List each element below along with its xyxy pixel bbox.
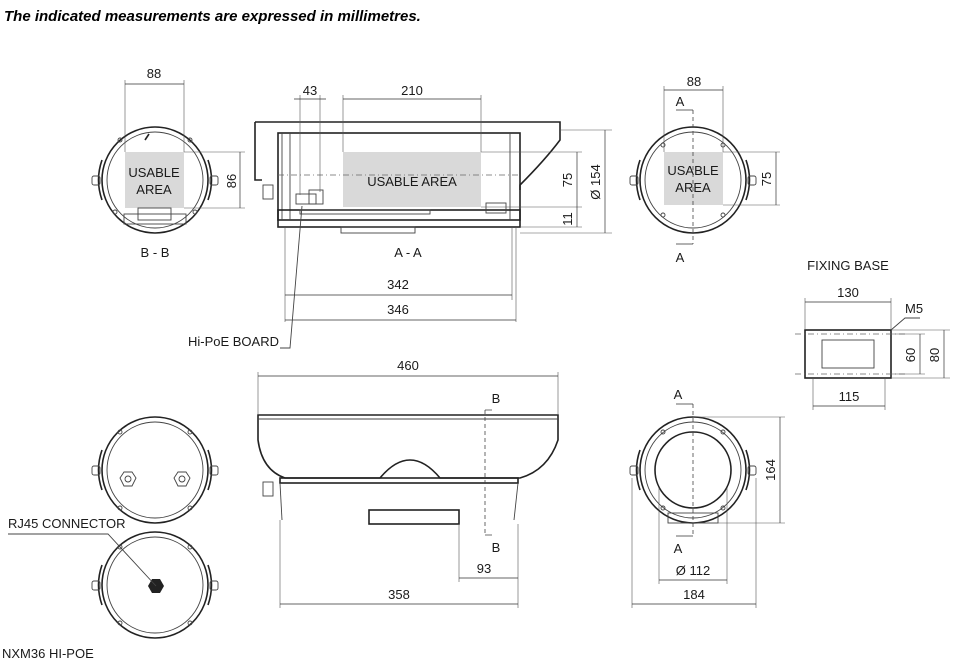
usable-area-section-label: USABLE AREA bbox=[367, 174, 457, 189]
dim-base-60: 60 bbox=[903, 348, 918, 362]
dim-rear-184: 184 bbox=[683, 587, 705, 602]
front-window-view: A A 164 Ø 112 184 bbox=[629, 387, 785, 608]
usable-area-section bbox=[343, 152, 481, 207]
marker-b-top: B bbox=[492, 391, 501, 406]
dim-rear-diam112: Ø 112 bbox=[676, 563, 710, 578]
marker-a-bottom-2: A bbox=[674, 541, 683, 556]
dim-aa-210: 210 bbox=[401, 83, 423, 98]
model-label: NXM36 HI-POE bbox=[2, 646, 94, 661]
front-view-bb: USABLE AREA 88 86 B - B bbox=[91, 66, 245, 260]
usable-area-front bbox=[125, 152, 184, 208]
usable-label-line2: AREA bbox=[136, 182, 172, 197]
usable-area-right bbox=[664, 152, 723, 205]
dim-aa-43: 43 bbox=[303, 83, 317, 98]
dim-aa-diam154: Ø 154 bbox=[588, 164, 603, 199]
fixing-base-label: FIXING BASE bbox=[807, 258, 889, 273]
section-aa-label: A - A bbox=[394, 245, 422, 260]
usable-right-line1: USABLE bbox=[667, 163, 719, 178]
rear-view-top bbox=[91, 416, 219, 524]
dim-right-75: 75 bbox=[759, 172, 774, 186]
dim-aa-346: 346 bbox=[387, 302, 409, 317]
dim-right-88: 88 bbox=[687, 74, 701, 89]
dim-front-height: 86 bbox=[224, 174, 239, 188]
section-bb-label: B - B bbox=[141, 245, 170, 260]
dim-rear-164: 164 bbox=[763, 459, 778, 481]
hi-poe-board-label: Hi-PoE BOARD bbox=[188, 334, 279, 349]
dim-aa-11: 11 bbox=[560, 212, 575, 226]
m5-label: M5 bbox=[905, 301, 923, 316]
dim-aa-75: 75 bbox=[560, 173, 575, 187]
dim-aa-342: 342 bbox=[387, 277, 409, 292]
fixing-base-view: FIXING BASE 130 M5 60 80 115 bbox=[795, 258, 950, 410]
marker-a-top: A bbox=[676, 94, 685, 109]
dim-base-80: 80 bbox=[927, 348, 942, 362]
marker-b-bottom: B bbox=[492, 540, 501, 555]
measurement-note: The indicated measurements are expressed… bbox=[4, 8, 421, 25]
rear-view-bottom: RJ45 CONNECTOR bbox=[8, 516, 219, 639]
marker-a-top-2: A bbox=[674, 387, 683, 402]
dim-side-358: 358 bbox=[388, 587, 410, 602]
dim-side-93: 93 bbox=[477, 561, 491, 576]
dim-base-130: 130 bbox=[837, 285, 859, 300]
front-view-a: USABLE AREA A A 88 75 bbox=[629, 74, 780, 265]
dim-front-width: 88 bbox=[147, 66, 161, 81]
dim-side-460: 460 bbox=[397, 358, 419, 373]
section-view-aa: USABLE AREA 43 210 75 11 Ø 154 A - A bbox=[188, 83, 612, 349]
side-view: B B 460 93 358 bbox=[257, 358, 559, 608]
rj45-connector-label: RJ45 CONNECTOR bbox=[8, 516, 126, 531]
usable-label-line1: USABLE bbox=[128, 165, 180, 180]
dim-base-115: 115 bbox=[839, 389, 860, 404]
marker-a-bottom: A bbox=[676, 250, 685, 265]
